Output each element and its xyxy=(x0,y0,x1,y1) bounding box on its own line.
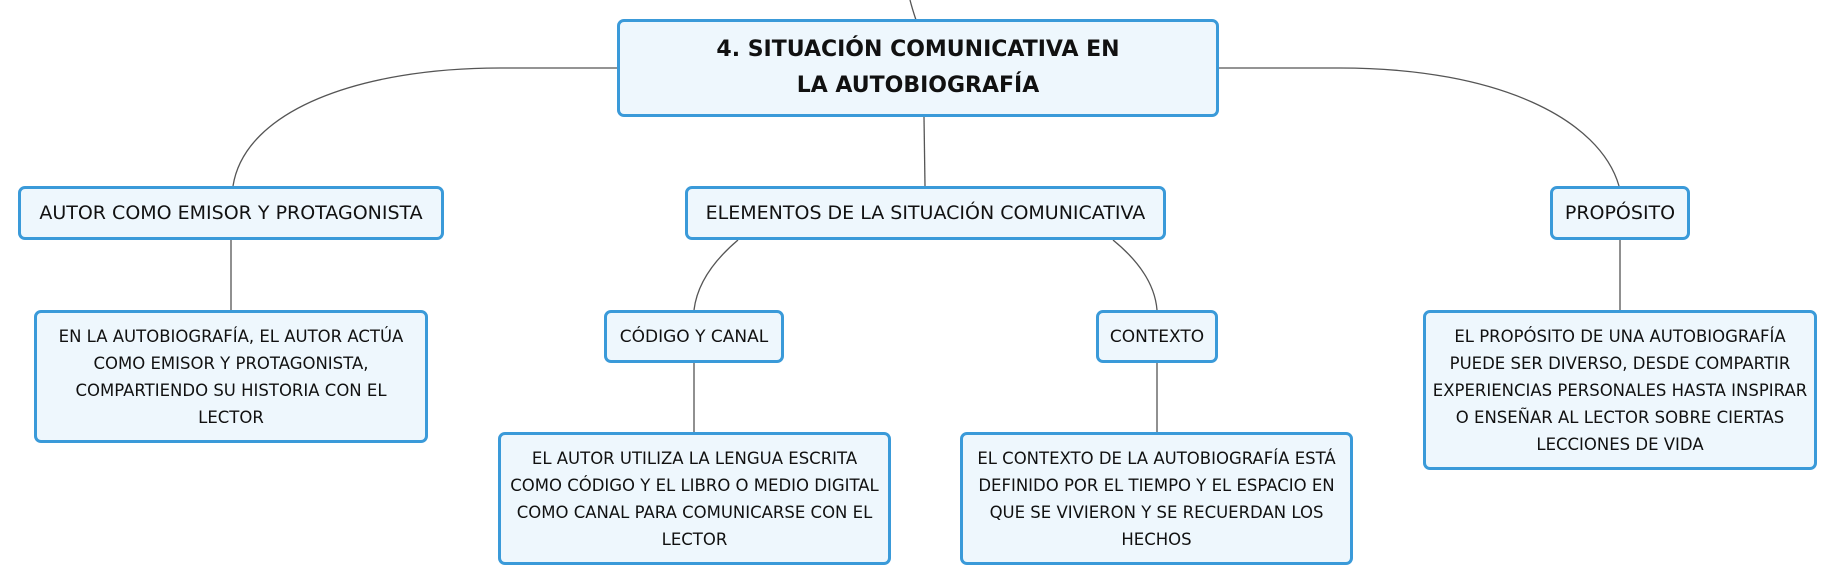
topic-communicative-elements[interactable]: ELEMENTOS DE LA SITUACIÓN COMUNICATIVA xyxy=(685,186,1166,240)
detail-author-emitter-text: EN LA AUTOBIOGRAFÍA, EL AUTOR ACTÚA COMO… xyxy=(58,326,404,427)
subtopic-context[interactable]: CONTEXTO xyxy=(1096,310,1218,363)
subtopic-code-channel[interactable]: CÓDIGO Y CANAL xyxy=(604,310,784,363)
connector-elements-to-context xyxy=(1112,239,1158,311)
detail-context-text: EL CONTEXTO DE LA AUTOBIOGRAFÍA ESTÁ DEF… xyxy=(977,448,1336,549)
detail-code-channel[interactable]: EL AUTOR UTILIZA LA LENGUA ESCRITA COMO … xyxy=(498,432,891,565)
central-topic-label: 4. SITUACIÓN COMUNICATIVA EN LA AUTOBIOG… xyxy=(716,37,1120,98)
topic-author-emitter[interactable]: AUTOR COMO EMISOR Y PROTAGONISTA xyxy=(18,186,444,240)
topic-communicative-elements-label: ELEMENTOS DE LA SITUACIÓN COMUNICATIVA xyxy=(705,202,1146,224)
connector-elements-to-code xyxy=(693,239,739,311)
subtopic-context-label: CONTEXTO xyxy=(1109,326,1205,347)
connector-central-to-purpose xyxy=(1219,67,1620,187)
detail-purpose-text: EL PROPÓSITO DE UNA AUTOBIOGRAFÍA PUEDE … xyxy=(1432,326,1808,454)
subtopic-code-channel-label: CÓDIGO Y CANAL xyxy=(619,326,769,347)
topic-purpose[interactable]: PROPÓSITO xyxy=(1550,186,1690,240)
detail-context[interactable]: EL CONTEXTO DE LA AUTOBIOGRAFÍA ESTÁ DEF… xyxy=(960,432,1353,565)
detail-author-emitter[interactable]: EN LA AUTOBIOGRAFÍA, EL AUTOR ACTÚA COMO… xyxy=(34,310,428,443)
connector-top-stub xyxy=(909,0,917,21)
detail-purpose[interactable]: EL PROPÓSITO DE UNA AUTOBIOGRAFÍA PUEDE … xyxy=(1423,310,1817,470)
topic-purpose-label: PROPÓSITO xyxy=(1564,202,1676,224)
detail-code-channel-text: EL AUTOR UTILIZA LA LENGUA ESCRITA COMO … xyxy=(510,448,879,549)
topic-author-emitter-label: AUTOR COMO EMISOR Y PROTAGONISTA xyxy=(39,202,423,224)
central-topic[interactable]: 4. SITUACIÓN COMUNICATIVA EN LA AUTOBIOG… xyxy=(617,19,1219,117)
connector-central-to-author xyxy=(232,67,617,187)
connector-central-to-elements xyxy=(923,116,926,187)
